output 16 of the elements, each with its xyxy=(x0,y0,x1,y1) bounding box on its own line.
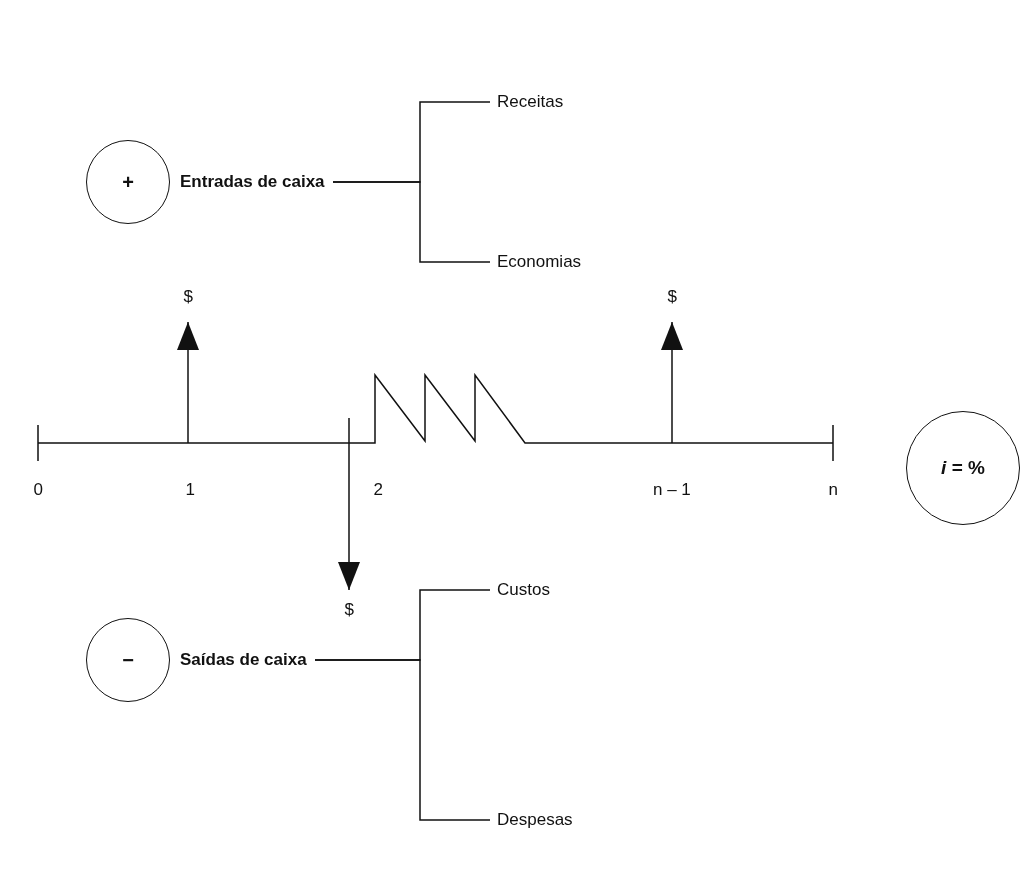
category-label: Custos xyxy=(497,580,550,600)
category-label: Receitas xyxy=(497,92,564,112)
currency-symbol: $ xyxy=(667,287,677,307)
category-label: Economias xyxy=(497,252,582,272)
tick-label: 2 xyxy=(373,480,383,500)
tick-label: 1 xyxy=(185,480,195,500)
currency-symbol: $ xyxy=(183,287,193,307)
tick-label: 0 xyxy=(33,480,43,500)
category-heading: Entradas de caixa xyxy=(180,172,325,192)
category-label: Despesas xyxy=(497,810,573,830)
tick-label: n – 1 xyxy=(653,480,691,500)
bracket-connector xyxy=(314,659,491,821)
bracket-connector xyxy=(332,181,491,263)
tick-label: n xyxy=(828,480,838,500)
currency-symbol: $ xyxy=(344,600,354,620)
category-heading: Saídas de caixa xyxy=(180,650,307,670)
